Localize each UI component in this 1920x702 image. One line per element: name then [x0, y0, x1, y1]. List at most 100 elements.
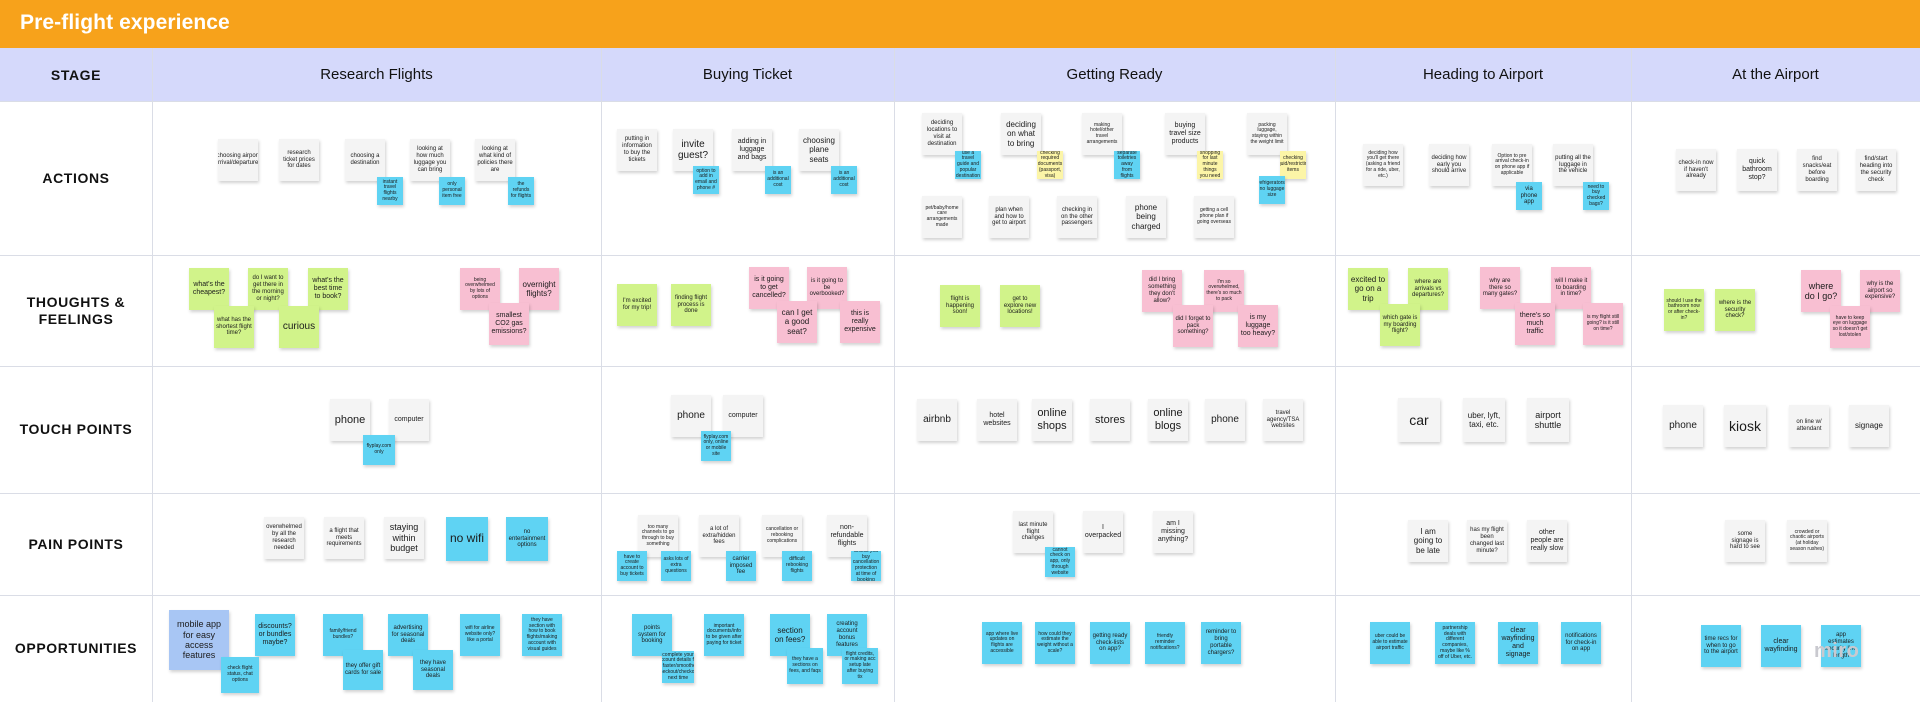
sticky-note[interactable]: am I missing anything?	[1153, 511, 1193, 553]
sticky-note[interactable]: can I get a good seat?	[777, 301, 817, 343]
sticky-note[interactable]: only personal item free	[439, 177, 465, 205]
sticky-note[interactable]: no entertainment options	[506, 517, 548, 561]
sticky-note[interactable]: phone	[671, 395, 711, 437]
sticky-note[interactable]: why is the airport so expensive?	[1860, 270, 1900, 312]
sticky-note[interactable]: kiosk	[1724, 405, 1766, 447]
sticky-note[interactable]: app estimates security line length	[1821, 625, 1861, 667]
sticky-note[interactable]: computer	[389, 399, 429, 441]
sticky-note[interactable]: there's so much traffic	[1515, 303, 1555, 345]
sticky-note[interactable]: computer	[723, 395, 763, 437]
sticky-note[interactable]: use a travel guide and popular destinati…	[955, 151, 981, 179]
sticky-note[interactable]: what's the cheapest?	[189, 268, 229, 310]
sticky-note[interactable]: phone	[330, 399, 370, 441]
sticky-note[interactable]: uber could be able to estimate airport t…	[1370, 622, 1410, 664]
sticky-note[interactable]: important documents/info to be given aft…	[704, 614, 744, 656]
sticky-note[interactable]: Option to pre arrival check-in on phone …	[1492, 144, 1532, 186]
sticky-note[interactable]: will I make it to boarding in time?	[1551, 267, 1591, 309]
sticky-note[interactable]: deciding on what to bring	[1001, 113, 1041, 155]
sticky-note[interactable]: car	[1398, 398, 1440, 442]
sticky-note[interactable]: find/start heading into the security che…	[1856, 149, 1896, 191]
sticky-note[interactable]: deciding how early you should arrive	[1429, 144, 1469, 186]
sticky-note[interactable]: phone	[1205, 399, 1245, 441]
sticky-note[interactable]: too many channels to go through to buy s…	[638, 515, 678, 557]
sticky-note[interactable]: choosing airport arrival/departures	[218, 139, 258, 181]
sticky-note[interactable]: flyplay.com only	[363, 435, 395, 465]
sticky-note[interactable]: they offer gift cards for sale	[343, 650, 383, 690]
sticky-note[interactable]: signage	[1849, 405, 1889, 447]
sticky-note[interactable]: wifi for airline website only? like a po…	[460, 614, 500, 656]
sticky-note[interactable]: clear wayfinding and signage	[1498, 622, 1538, 664]
sticky-note[interactable]: finding flight process is done	[671, 284, 711, 326]
sticky-note[interactable]: cannot check on app, only through websit…	[1045, 547, 1075, 577]
sticky-note[interactable]: clear wayfinding	[1761, 625, 1801, 667]
sticky-note[interactable]: making hotel/other travel arrangements	[1082, 113, 1122, 155]
sticky-note[interactable]: deciding how you'll get there (asking a …	[1363, 144, 1403, 186]
sticky-note[interactable]: I am going to be late	[1408, 520, 1448, 562]
sticky-note[interactable]: get to explore new locations!	[1000, 285, 1040, 327]
sticky-note[interactable]: check-in now if haven't already	[1676, 149, 1716, 191]
sticky-note[interactable]: friendly reminder notifications?	[1145, 622, 1185, 664]
sticky-note[interactable]: packing luggage, staying within the weig…	[1247, 113, 1287, 155]
sticky-note[interactable]: they have section with how to book fligh…	[522, 614, 562, 656]
sticky-note[interactable]: where are arrivals vs departures?	[1408, 268, 1448, 310]
sticky-note[interactable]: putting all the luggage in the vehicle	[1553, 144, 1593, 186]
sticky-note[interactable]: getting ready check-lists on app?	[1090, 622, 1130, 664]
sticky-note[interactable]: is my flight still going? is it still on…	[1583, 303, 1623, 345]
sticky-note[interactable]: phone being charged	[1126, 196, 1166, 238]
sticky-note[interactable]: is my luggage too heavy?	[1238, 305, 1278, 347]
sticky-note[interactable]: online shops	[1032, 399, 1072, 441]
sticky-note[interactable]: should I use the bathroom now or after c…	[1664, 289, 1704, 331]
sticky-note[interactable]: stores	[1090, 399, 1130, 441]
sticky-note[interactable]: checking required documents (passport, v…	[1037, 151, 1063, 179]
sticky-note[interactable]: what's the best time to book?	[308, 268, 348, 310]
sticky-note[interactable]: excited to go on a trip	[1348, 268, 1388, 310]
sticky-note[interactable]: points system for booking	[632, 614, 672, 656]
sticky-note[interactable]: buying travel size products	[1165, 113, 1205, 155]
sticky-note[interactable]: separate toiletries away from flights	[1114, 151, 1140, 179]
sticky-note[interactable]: have to create account to buy tickets	[617, 551, 647, 581]
sticky-note[interactable]: do I want to get there in the morning or…	[248, 268, 288, 310]
sticky-note[interactable]: check flight status, chat options	[221, 657, 259, 693]
sticky-note[interactable]: invite guest?	[673, 129, 713, 171]
sticky-note[interactable]: find snacks/eat before boarding	[1797, 149, 1837, 191]
sticky-note[interactable]: family/friend bundles?	[323, 614, 363, 656]
sticky-note[interactable]: carrier imposed fee	[726, 551, 756, 581]
sticky-note[interactable]: research ticket prices for dates	[279, 139, 319, 181]
sticky-note[interactable]: I overpacked	[1083, 511, 1123, 553]
sticky-note[interactable]: pet/baby/home care arrangements made	[922, 196, 962, 238]
sticky-note[interactable]: difficult rebooking flights	[782, 551, 812, 581]
sticky-note[interactable]: why are there so many gates?	[1480, 267, 1520, 309]
sticky-note[interactable]: where do I go?	[1801, 270, 1841, 312]
sticky-note[interactable]: has my flight been changed last minute?	[1467, 520, 1507, 562]
sticky-note[interactable]: online blogs	[1148, 399, 1188, 441]
sticky-note[interactable]: they have a sections on fees, and faqs	[787, 648, 823, 684]
sticky-note[interactable]: shopping for last minute things you need	[1197, 151, 1223, 179]
sticky-note[interactable]: flight credits, or making acc setup late…	[842, 648, 878, 684]
sticky-note[interactable]: airbnb	[917, 399, 957, 441]
sticky-note[interactable]: smallest CO2 gas emissions?	[489, 303, 529, 345]
sticky-note[interactable]: hotel websites	[977, 399, 1017, 441]
sticky-note[interactable]: complete your account details for a fast…	[662, 651, 694, 683]
sticky-note[interactable]: putting in information to buy the ticket…	[617, 129, 657, 171]
sticky-note[interactable]: flight is happening soon!	[940, 285, 980, 327]
sticky-note[interactable]: on line w/ attendant	[1789, 405, 1829, 447]
sticky-note[interactable]: option to add in email and phone #	[693, 166, 719, 194]
sticky-note[interactable]: phone	[1663, 405, 1703, 447]
sticky-note[interactable]: looking at how much luggage you can brin…	[410, 139, 450, 181]
sticky-note[interactable]: which gate is my boarding flight?	[1380, 304, 1420, 346]
sticky-note[interactable]: advertising for seasonal deals	[388, 614, 428, 656]
sticky-note[interactable]: app where live updates on flights are ac…	[982, 622, 1022, 664]
sticky-note[interactable]: overwhelmed by all the research needed	[264, 517, 304, 559]
sticky-note[interactable]: non-refundable flights	[827, 515, 867, 557]
sticky-note[interactable]: have to keep eye on luggage so it doesn'…	[1830, 306, 1870, 348]
sticky-note[interactable]: instant travel flights nearby	[377, 177, 403, 205]
sticky-note[interactable]: flyplay.com only, online or mobile site	[701, 431, 731, 461]
sticky-note[interactable]: time recs for when to go to the airport	[1701, 625, 1741, 667]
sticky-note[interactable]: they have seasonal deals	[413, 650, 453, 690]
sticky-note[interactable]: looking at what kind of policies there a…	[475, 139, 515, 181]
sticky-note[interactable]: a lot of extra/hidden fees	[699, 515, 739, 557]
sticky-note[interactable]: quick bathroom stop?	[1737, 149, 1777, 191]
sticky-note[interactable]: did I forget to pack something?	[1173, 305, 1213, 347]
sticky-note[interactable]: curious	[279, 306, 319, 348]
sticky-note[interactable]: notifications for check-in on app	[1561, 622, 1601, 664]
